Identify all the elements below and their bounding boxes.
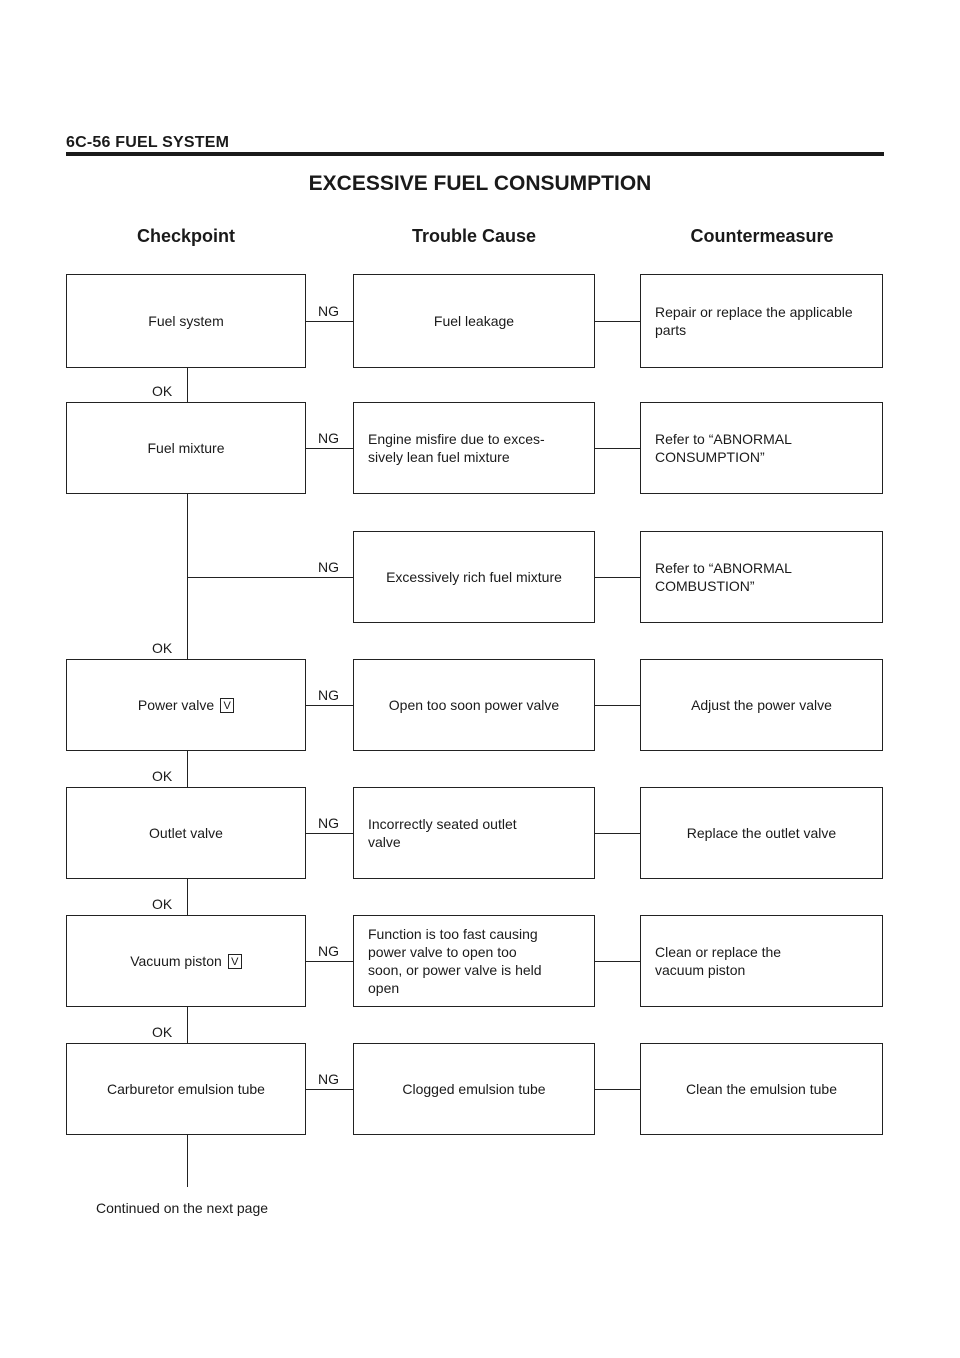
ok-label: OK: [152, 896, 173, 912]
ng-connector: [306, 833, 353, 834]
checkpoint-box-power-valve: Power valve V: [66, 659, 306, 751]
countermeasure-box-1: Repair or replace the applicable parts: [640, 274, 883, 368]
checkpoint-label: Fuel system: [148, 313, 224, 329]
ng-connector: [306, 321, 353, 322]
ng-connector: [306, 448, 353, 449]
ng-label: NG: [318, 303, 339, 319]
remedy-connector: [595, 448, 640, 449]
ok-connector: [187, 1007, 188, 1043]
ok-connector: [187, 494, 188, 659]
countermeasure-box-4: Adjust the power valve: [640, 659, 883, 751]
checkpoint-box-fuel-mixture: Fuel mixture: [66, 402, 306, 494]
remedy-connector: [595, 321, 640, 322]
checkpoint-label: Fuel mixture: [147, 440, 225, 456]
countermeasure-box-6: Clean or replace the vacuum piston: [640, 915, 883, 1007]
cause-box-2: Engine misfire due to exces- sively lean…: [353, 402, 595, 494]
checkpoint-box-fuel-system: Fuel system: [66, 274, 306, 368]
ok-connector: [187, 751, 188, 787]
v-badge-icon: V: [227, 953, 242, 969]
ok-connector: [187, 368, 188, 402]
remedy-connector: [595, 577, 640, 578]
ng-label: NG: [318, 815, 339, 831]
column-header-trouble-cause: Trouble Cause: [411, 226, 537, 246]
cause-text: Open too soon power valve: [388, 697, 560, 713]
ng-label: NG: [318, 559, 339, 575]
countermeasure-text: Clean the emulsion tube: [686, 1081, 837, 1097]
cause-box-3: Excessively rich fuel mixture: [353, 531, 595, 623]
checkpoint-label: Outlet valve: [149, 825, 223, 841]
checkpoint-box-carburetor-emulsion-tube: Carburetor emulsion tube: [66, 1043, 306, 1135]
ok-label: OK: [152, 768, 173, 784]
v-badge-icon: V: [220, 697, 235, 713]
countermeasure-box-5: Replace the outlet valve: [640, 787, 883, 879]
continuation-note: Continued on the next page: [96, 1200, 269, 1216]
remedy-connector: [595, 1089, 640, 1090]
checkpoint-box-vacuum-piston: Vacuum piston V: [66, 915, 306, 1007]
countermeasure-text: Adjust the power valve: [691, 697, 832, 713]
checkpoint-label: Vacuum piston: [130, 953, 222, 969]
ng-connector: [187, 577, 353, 578]
header-rule: [66, 152, 884, 156]
countermeasure-box-3: Refer to “ABNORMAL COMBUSTION”: [640, 531, 883, 623]
ok-label: OK: [152, 1024, 173, 1040]
countermeasure-text: Refer to “ABNORMAL CONSUMPTION”: [655, 431, 792, 465]
column-header-countermeasure: Countermeasure: [690, 226, 834, 246]
column-header-checkpoint: Checkpoint: [136, 226, 235, 246]
section-header: 6C-56 FUEL SYSTEM: [66, 134, 230, 151]
countermeasure-text: Repair or replace the applicable parts: [655, 304, 853, 338]
countermeasure-box-7: Clean the emulsion tube: [640, 1043, 883, 1135]
cause-text: Excessively rich fuel mixture: [386, 569, 562, 585]
countermeasure-text: Refer to “ABNORMAL COMBUSTION”: [655, 560, 792, 594]
remedy-connector: [595, 705, 640, 706]
cause-text: Engine misfire due to exces- sively lean…: [368, 431, 545, 465]
cause-box-4: Open too soon power valve: [353, 659, 595, 751]
cause-box-5: Incorrectly seated outlet valve: [353, 787, 595, 879]
checkpoint-box-outlet-valve: Outlet valve: [66, 787, 306, 879]
page-title: EXCESSIVE FUEL CONSUMPTION: [308, 172, 652, 195]
ok-label: OK: [152, 383, 173, 399]
ng-label: NG: [318, 430, 339, 446]
ng-connector: [306, 961, 353, 962]
ng-connector: [306, 1089, 353, 1090]
countermeasure-box-2: Refer to “ABNORMAL CONSUMPTION”: [640, 402, 883, 494]
cause-text: Function is too fast causing power valve…: [368, 926, 542, 996]
checkpoint-label: Carburetor emulsion tube: [107, 1081, 265, 1097]
remedy-connector: [595, 961, 640, 962]
cause-box-7: Clogged emulsion tube: [353, 1043, 595, 1135]
ng-label: NG: [318, 1071, 339, 1087]
ok-connector: [187, 879, 188, 915]
cause-text: Clogged emulsion tube: [402, 1081, 546, 1097]
checkpoint-label: Power valve: [137, 697, 215, 713]
ok-label: OK: [152, 640, 173, 656]
countermeasure-text: Replace the outlet valve: [686, 825, 837, 841]
cause-box-1: Fuel leakage: [353, 274, 595, 368]
cause-box-6: Function is too fast causing power valve…: [353, 915, 595, 1007]
ng-label: NG: [318, 687, 339, 703]
ng-label: NG: [318, 943, 339, 959]
cause-text: Incorrectly seated outlet valve: [368, 816, 517, 850]
remedy-connector: [595, 833, 640, 834]
countermeasure-text: Clean or replace the vacuum piston: [655, 944, 782, 978]
cause-text: Fuel leakage: [433, 313, 515, 329]
ng-connector: [306, 705, 353, 706]
ok-connector: [187, 1135, 188, 1187]
